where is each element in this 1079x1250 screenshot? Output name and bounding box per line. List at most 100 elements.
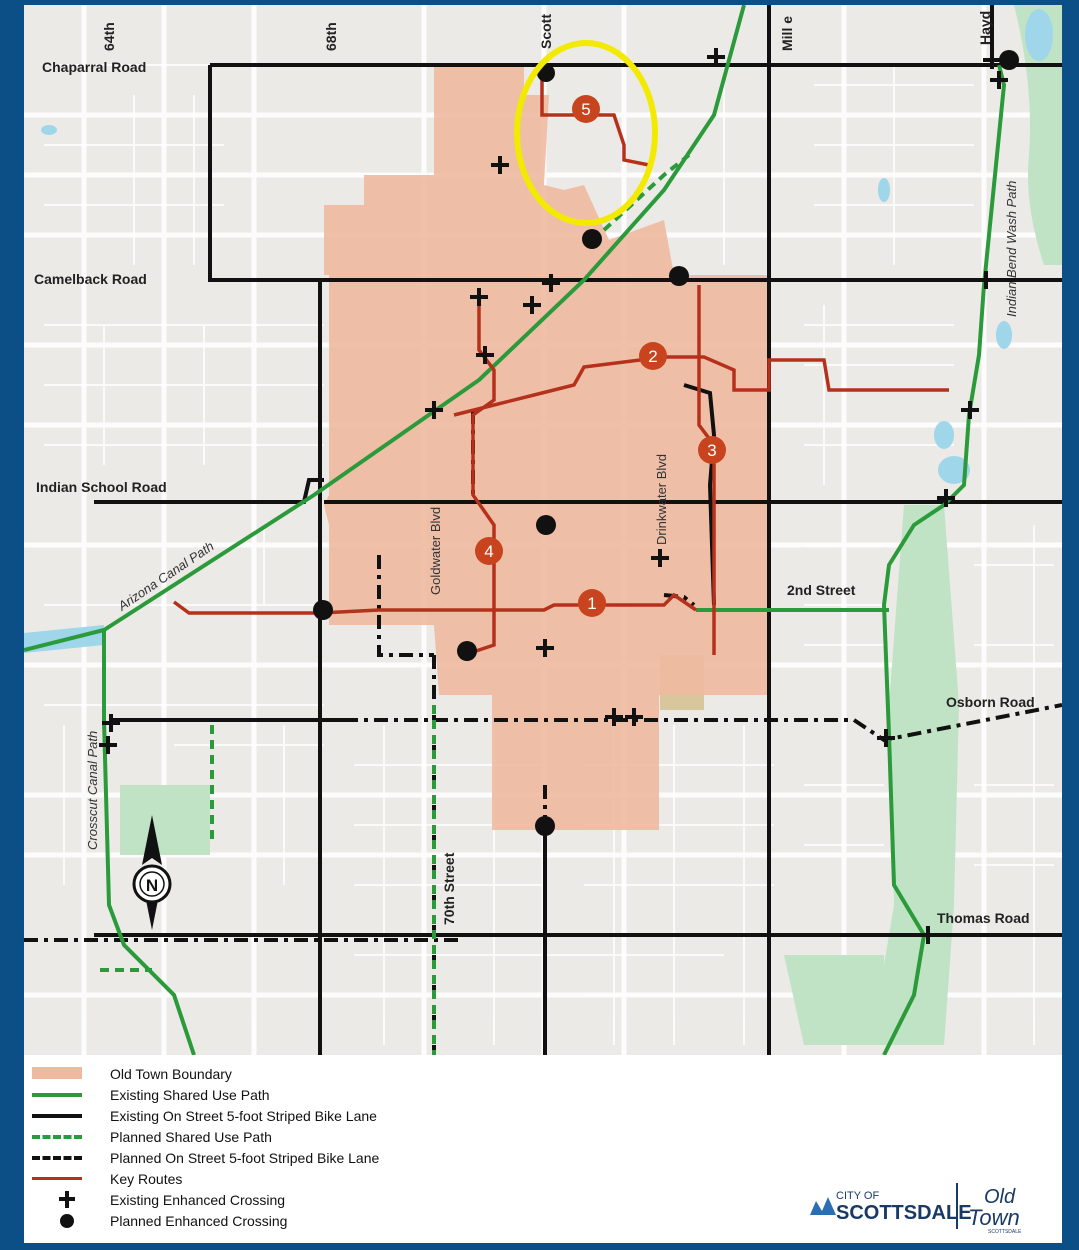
key-route-2 xyxy=(453,355,949,417)
legend-label: Existing On Street 5-foot Striped Bike L… xyxy=(110,1108,377,1124)
plus-icon xyxy=(990,71,1008,89)
legend-swatch-line xyxy=(32,1169,82,1189)
legend-label: Key Routes xyxy=(110,1171,183,1187)
label-second-street: 2nd Street xyxy=(787,582,856,598)
plus-icon xyxy=(983,51,1001,69)
label-osborn: Osborn Road xyxy=(946,694,1035,710)
label-hayden: Hayd xyxy=(977,11,993,45)
dot-icon xyxy=(457,641,477,661)
legend-swatch-line xyxy=(32,1106,82,1126)
plus-icon xyxy=(32,1190,82,1210)
label-64th: 64th xyxy=(101,22,117,51)
label-goldwater: Goldwater Blvd xyxy=(428,507,443,595)
label-70th: 70th Street xyxy=(441,852,457,925)
route-marker-1: 1 xyxy=(587,594,596,613)
legend-label: Planned Shared Use Path xyxy=(110,1129,272,1145)
route-markers: 5 2 3 4 1 xyxy=(475,95,726,617)
label-indian-bend: Indian Bend Wash Path xyxy=(1004,181,1019,317)
plus-icon xyxy=(536,639,554,657)
logo-mark: CITY OF SCOTTSDALE Old Town SCOTTSDALE xyxy=(810,1183,1022,1235)
dot-icon xyxy=(313,600,333,620)
plus-icon xyxy=(707,48,725,66)
parks xyxy=(120,5,1062,1045)
plus-icon xyxy=(937,489,955,507)
label-chaparral: Chaparral Road xyxy=(42,59,146,75)
legend-label: Existing Shared Use Path xyxy=(110,1087,270,1103)
logo-old: Old xyxy=(984,1186,1016,1208)
legend-label: Planned Enhanced Crossing xyxy=(110,1213,288,1229)
legend-item: Existing On Street 5-foot Striped Bike L… xyxy=(24,1106,524,1126)
background-local-streets xyxy=(44,64,1055,1045)
plus-icon xyxy=(651,549,669,567)
logo-scottsdale: SCOTTSDALE xyxy=(836,1202,972,1224)
existing-shared-paths xyxy=(24,5,1007,1055)
label-68th: 68th xyxy=(323,22,339,51)
plus-icon xyxy=(877,729,895,747)
label-indian-school: Indian School Road xyxy=(36,479,167,495)
route-5-highlight xyxy=(514,40,658,226)
dot-icon xyxy=(669,266,689,286)
route-marker-2: 2 xyxy=(648,347,657,366)
plus-icon xyxy=(470,288,488,306)
key-route-3 xyxy=(697,285,716,655)
legend-item: Old Town Boundary xyxy=(24,1064,524,1084)
logo-sub: SCOTTSDALE xyxy=(988,1229,1022,1235)
legend-swatch-dashed xyxy=(32,1148,82,1168)
plus-icon xyxy=(523,296,541,314)
dot-icon xyxy=(999,50,1019,70)
legend-item: Key Routes xyxy=(24,1169,524,1189)
label-camelback: Camelback Road xyxy=(34,271,147,287)
planned-shared-paths xyxy=(100,153,691,1055)
key-route-5 xyxy=(540,75,650,167)
legend-swatch-area xyxy=(32,1064,82,1084)
legend-item: Planned Enhanced Crossing xyxy=(24,1211,524,1231)
legend-swatch-dashed xyxy=(32,1127,82,1147)
old-town-boundary xyxy=(324,65,769,830)
legend-item: Planned On Street 5-foot Striped Bike La… xyxy=(24,1148,524,1168)
label-scott: Scott xyxy=(538,14,554,49)
plus-icon xyxy=(961,401,979,419)
bike-network-map: 5 2 3 4 1 Chaparral Road Camelback Road … xyxy=(24,5,1062,1055)
plus-icon xyxy=(491,156,509,174)
legend-item: Existing Shared Use Path xyxy=(24,1085,524,1105)
dot-icon xyxy=(32,1211,82,1231)
plus-icon xyxy=(542,274,560,292)
map-legend: Old Town Boundary Existing Shared Use Pa… xyxy=(24,1055,1062,1243)
legend-label: Old Town Boundary xyxy=(110,1066,232,1082)
label-drinkwater: Drinkwater Blvd xyxy=(654,454,669,545)
key-routes xyxy=(172,75,949,657)
route-marker-3: 3 xyxy=(707,441,716,460)
route-marker-5: 5 xyxy=(581,100,590,119)
plus-icon xyxy=(919,926,937,944)
label-mill: Mill e xyxy=(779,16,795,51)
planned-crossings xyxy=(313,50,1019,836)
dot-icon xyxy=(535,816,555,836)
logo-town: Town xyxy=(968,1205,1020,1230)
plus-icon xyxy=(102,714,120,732)
logo-city-of: CITY OF xyxy=(836,1190,879,1202)
map-canvas: 5 2 3 4 1 Chaparral Road Camelback Road … xyxy=(24,5,1062,1055)
north-label: N xyxy=(146,876,158,895)
legend-item: Planned Shared Use Path xyxy=(24,1127,524,1147)
street-labels: Chaparral Road Camelback Road Indian Sch… xyxy=(34,11,1035,926)
dot-icon xyxy=(536,515,556,535)
key-route-1 xyxy=(172,592,697,615)
legend-label: Existing Enhanced Crossing xyxy=(110,1192,286,1208)
plus-icon xyxy=(99,736,117,754)
label-crosscut-canal: Crosscut Canal Path xyxy=(85,731,100,850)
north-arrow-icon: N xyxy=(132,815,172,930)
plus-icon xyxy=(625,708,643,726)
plus-icon xyxy=(605,708,623,726)
plus-icon xyxy=(476,346,494,364)
legend-swatch-line xyxy=(32,1085,82,1105)
plus-icon xyxy=(977,271,995,289)
dot-icon xyxy=(582,229,602,249)
label-thomas: Thomas Road xyxy=(937,910,1030,926)
route-marker-4: 4 xyxy=(484,542,493,561)
city-logo: CITY OF SCOTTSDALE Old Town SCOTTSDALE xyxy=(802,1175,1052,1235)
legend-item: Existing Enhanced Crossing xyxy=(24,1190,524,1210)
legend-label: Planned On Street 5-foot Striped Bike La… xyxy=(110,1150,380,1166)
existing-crossings xyxy=(99,48,1008,944)
plus-icon xyxy=(425,401,443,419)
